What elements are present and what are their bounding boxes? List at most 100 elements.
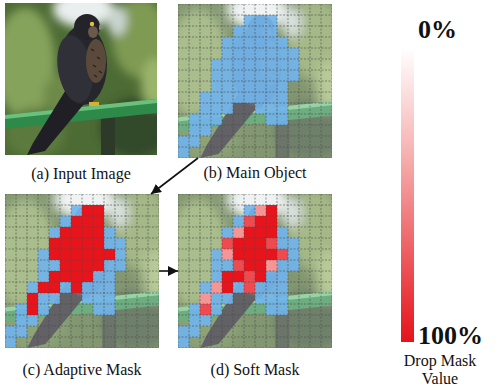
grid-line: [178, 158, 332, 159]
mask-cell: [288, 260, 299, 271]
mask-cell: [93, 216, 104, 227]
mask-cell: [266, 26, 277, 37]
panel-caption: (c) Adaptive Mask: [0, 361, 199, 379]
mask-cell: [255, 92, 266, 103]
grid-line: [5, 348, 159, 349]
grid-line: [288, 194, 289, 348]
mask-cell: [178, 136, 189, 147]
grid-line: [178, 260, 332, 261]
mask-cell: [71, 227, 82, 238]
mask-cell: [266, 37, 277, 48]
scale-min-label: 0%: [418, 16, 494, 44]
mask-cell: [255, 260, 266, 271]
mask-cell: [27, 282, 38, 293]
chest-streak: [97, 57, 100, 59]
grid-lines: [178, 194, 332, 348]
mask-cell: [266, 304, 277, 315]
grid-line: [233, 194, 234, 348]
background-blob: [107, 6, 127, 36]
mask-cell: [104, 227, 115, 238]
grid-line: [266, 194, 267, 348]
grid-line: [93, 194, 94, 348]
grid-line: [321, 4, 322, 158]
mask-cell: [211, 70, 222, 81]
mask-cell: [288, 59, 299, 70]
mask-cell: [244, 92, 255, 103]
grid-line: [178, 147, 332, 148]
mask-cell: [104, 293, 115, 304]
mask-cell: [255, 59, 266, 70]
mask-cell: [93, 271, 104, 282]
mask-cell: [189, 136, 200, 147]
mask-cell: [82, 293, 93, 304]
mask-cell: [222, 271, 233, 282]
bird-body: [233, 26, 282, 107]
mask-cell: [222, 59, 233, 70]
mask-cell: [104, 249, 115, 260]
mask-cell: [82, 271, 93, 282]
grid-line: [332, 194, 333, 348]
mask-cell: [38, 260, 49, 271]
panel-art: [5, 3, 157, 155]
mask-cell: [38, 304, 49, 315]
mask-cell: [16, 315, 27, 326]
mask-cell: [277, 92, 288, 103]
grid-line: [178, 337, 332, 338]
mask-cell: [266, 249, 277, 260]
mask-cell: [266, 260, 277, 271]
grid-line: [178, 125, 332, 126]
mask-cell: [244, 81, 255, 92]
mask-cell: [244, 249, 255, 260]
photo-background: [5, 194, 159, 348]
chest-streak: [99, 71, 102, 73]
mask-cell: [82, 249, 93, 260]
mask-cell: [211, 249, 222, 260]
mask-cell: [211, 92, 222, 103]
grid-lines: [178, 4, 332, 158]
mask-cell: [178, 337, 189, 348]
grid-line: [233, 4, 234, 158]
mask-cell: [244, 15, 255, 26]
grid-line: [178, 282, 332, 283]
photo: [5, 194, 159, 348]
mask-cell: [233, 81, 244, 92]
mask-cell: [244, 37, 255, 48]
grid-line: [178, 315, 332, 316]
adaptive-mask-panel: (c) Adaptive Mask: [5, 194, 159, 348]
mask-cell: [93, 282, 104, 293]
grid-line: [277, 4, 278, 158]
mask-cell: [266, 216, 277, 227]
mask-cell: [49, 260, 60, 271]
grid-line: [178, 249, 332, 250]
chest-streak: [93, 65, 96, 67]
grid-line: [178, 136, 332, 137]
grid-line: [5, 271, 159, 272]
mask-cell: [38, 271, 49, 282]
mask-cell: [200, 103, 211, 114]
mask-cell: [211, 81, 222, 92]
mask-cell: [233, 92, 244, 103]
mask-cell: [38, 293, 49, 304]
mask-cell: [277, 260, 288, 271]
panel-caption: (a) Input Image: [0, 165, 197, 183]
mask-cell: [93, 304, 104, 315]
mask-cell: [16, 304, 27, 315]
grid-line: [288, 4, 289, 158]
mask-cell: [93, 260, 104, 271]
mask-cell: [255, 15, 266, 26]
photo-background: [5, 3, 157, 155]
mask-cell: [255, 293, 266, 304]
mask-cell: [178, 147, 189, 158]
mask-cell: [93, 227, 104, 238]
panel-art: [178, 4, 332, 158]
grid-line: [126, 194, 127, 348]
mask-cell: [93, 293, 104, 304]
mask-cell: [244, 48, 255, 59]
mask-cell: [255, 48, 266, 59]
grid-line: [310, 194, 311, 348]
mask-cell: [277, 227, 288, 238]
bird-chest: [86, 39, 106, 83]
grid-line: [277, 194, 278, 348]
mask-cell: [60, 260, 71, 271]
mask-cell: [233, 70, 244, 81]
